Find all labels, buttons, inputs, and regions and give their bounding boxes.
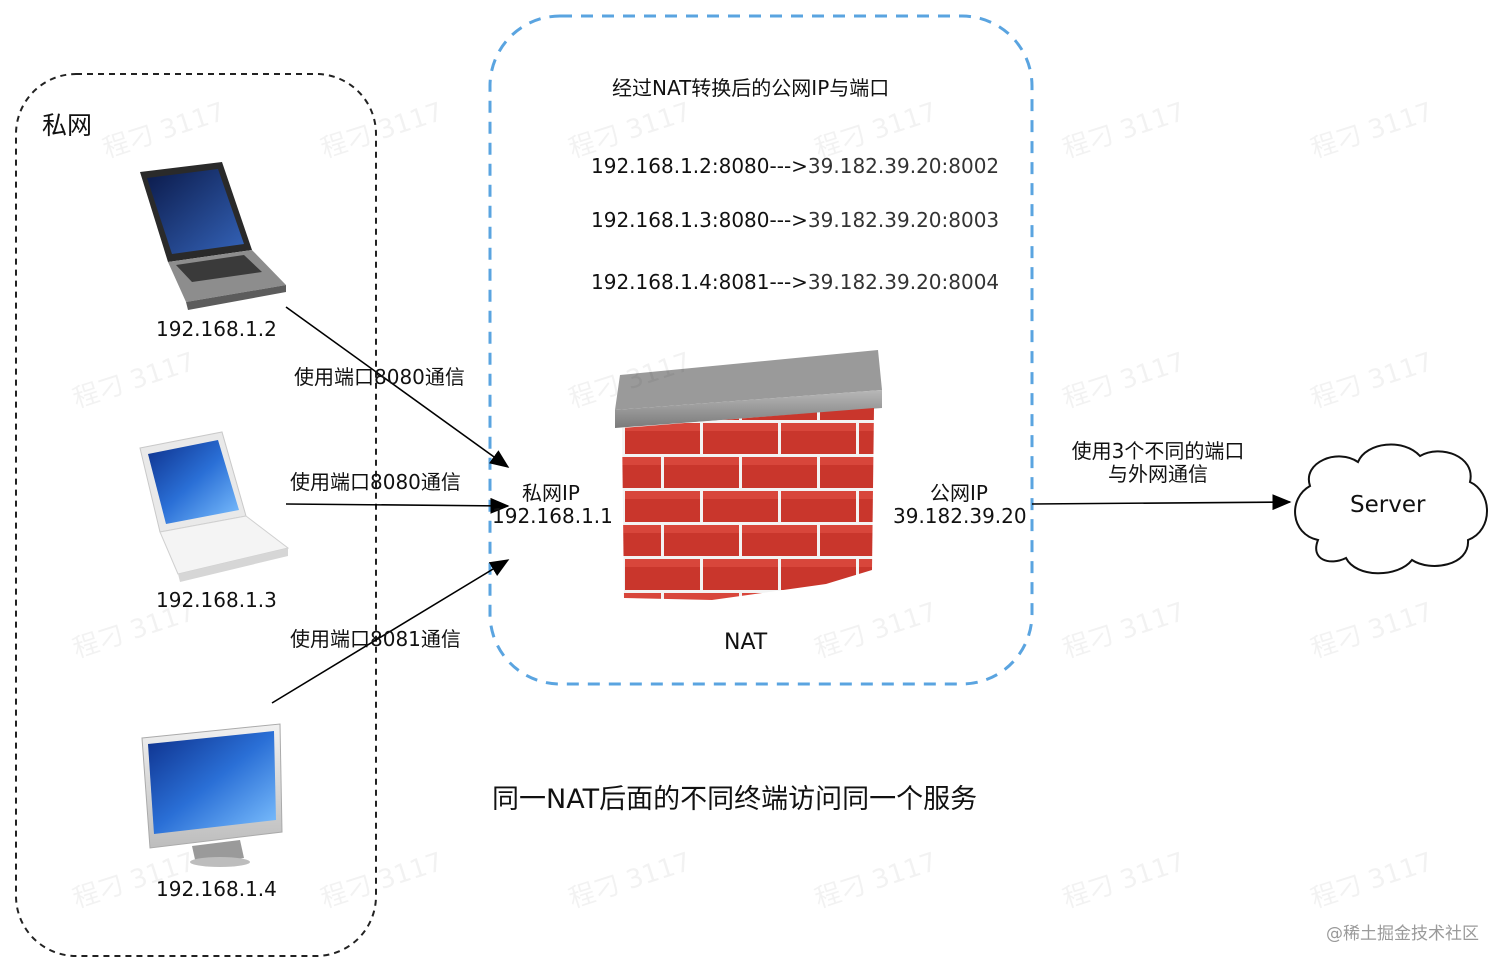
desktop-computer-icon xyxy=(141,723,283,867)
mapping-public: 39.182.39.20:8003 xyxy=(807,208,1000,232)
firewall-icon xyxy=(615,350,882,600)
server-label: Server xyxy=(1350,492,1426,518)
mapping-public: 39.182.39.20:8002 xyxy=(807,154,1000,178)
device-ip-label: 192.168.1.3 xyxy=(156,588,277,612)
private-ip-caption: 私网IP xyxy=(522,481,580,505)
mapping-private: 192.168.1.2:8080---> xyxy=(591,154,808,178)
nat-mapping-row: 192.168.1.2:8080--->39.182.39.20:8002 xyxy=(591,155,999,178)
mapping-public: 39.182.39.20:8004 xyxy=(807,270,1000,294)
laptop-dark-icon xyxy=(140,162,286,310)
private-network-title: 私网 xyxy=(42,111,93,140)
arrow-device1-to-nat xyxy=(285,306,510,468)
arrow-nat-to-server xyxy=(1031,494,1292,511)
comm-port-label: 使用端口8080通信 xyxy=(290,470,461,494)
comm-port-label: 使用端口8081通信 xyxy=(290,627,461,651)
arrow-device3-to-nat xyxy=(271,559,510,704)
outbound-label: 使用3个不同的端口 与外网通信 xyxy=(1060,440,1256,486)
nat-mapping-row: 192.168.1.3:8080--->39.182.39.20:8003 xyxy=(591,209,999,232)
nat-region-box xyxy=(488,14,1034,686)
arrow-device2-to-nat xyxy=(285,497,510,514)
diagram-caption: 同一NAT后面的不同终端访问同一个服务 xyxy=(492,784,978,815)
footer-credit: @稀土掘金技术社区 xyxy=(1326,924,1479,944)
device-ip-label: 192.168.1.4 xyxy=(156,877,277,901)
public-ip-label: 公网IP 39.182.39.20 xyxy=(893,481,1027,528)
private-ip-value: 192.168.1.1 xyxy=(492,504,613,528)
laptop-white-icon xyxy=(139,431,290,582)
nat-mapping-title: 经过NAT转换后的公网IP与端口 xyxy=(612,76,890,100)
public-ip-caption: 公网IP xyxy=(930,481,988,505)
nat-mapping-row: 192.168.1.4:8081--->39.182.39.20:8004 xyxy=(591,271,999,294)
private-ip-label: 私网IP 192.168.1.1 xyxy=(492,481,613,528)
outbound-line2: 与外网通信 xyxy=(1108,462,1208,486)
outbound-line1: 使用3个不同的端口 xyxy=(1071,439,1245,463)
device-ip-label: 192.168.1.2 xyxy=(156,317,277,341)
public-ip-value: 39.182.39.20 xyxy=(893,504,1027,528)
server-cloud-icon xyxy=(1294,443,1488,575)
private-network-box xyxy=(15,73,377,957)
comm-port-label: 使用端口8080通信 xyxy=(294,365,465,389)
nat-label: NAT xyxy=(724,630,768,655)
mapping-private: 192.168.1.3:8080---> xyxy=(591,208,808,232)
mapping-private: 192.168.1.4:8081---> xyxy=(591,270,808,294)
